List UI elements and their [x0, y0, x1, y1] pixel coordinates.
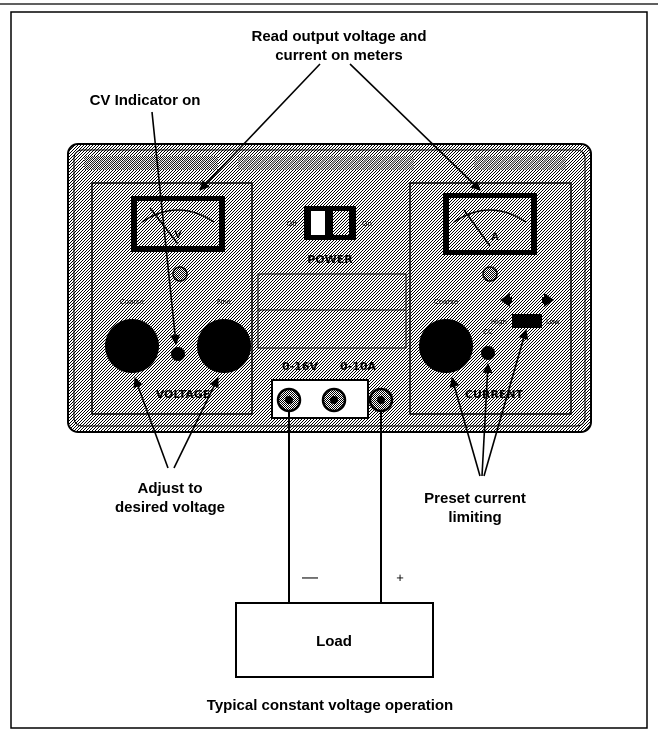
positive-wire-label: +	[396, 570, 404, 585]
callout-preset-line2: limiting	[448, 509, 501, 526]
range-indicator-arrow	[500, 293, 554, 307]
figure-caption: Typical constant voltage operation	[207, 697, 453, 714]
voltmeter: V	[131, 196, 225, 252]
current-range-label: 0-10A	[340, 360, 377, 373]
current-coarse-label: Coarse	[434, 298, 458, 306]
power-label: POWER	[307, 253, 353, 266]
negative-wire-label: —	[302, 569, 318, 586]
high-low-switch[interactable]	[512, 314, 542, 328]
voltage-fine-label: Fine	[217, 298, 231, 306]
voltage-coarse-knob[interactable]	[105, 319, 159, 373]
ammeter-zero-screw[interactable]	[482, 266, 498, 282]
voltage-range-label: 0-16V	[282, 360, 319, 373]
callout-cv-indicator: CV Indicator on	[90, 92, 201, 109]
callout-adjust-line2: desired voltage	[115, 499, 225, 516]
high-label: High	[491, 318, 507, 326]
voltage-coarse-label: Coarse	[120, 298, 144, 306]
arrow-to-high-low-switch	[483, 329, 529, 477]
power-supply-panel: V A Off On POWER Coarse Fine VOL	[67, 143, 592, 433]
voltmeter-zero-screw[interactable]	[172, 266, 188, 282]
ammeter: A	[443, 193, 537, 255]
cc-label: CC	[483, 328, 493, 336]
cc-indicator-led	[481, 346, 495, 360]
load-label: Load	[316, 633, 352, 650]
current-coarse-knob[interactable]	[419, 319, 473, 373]
voltage-label: VOLTAGE	[156, 388, 211, 401]
cv-indicator-led	[171, 347, 185, 361]
arrow-to-voltmeter	[199, 63, 321, 191]
callout-adjust-line1: Adjust to	[138, 480, 203, 497]
voltage-fine-knob[interactable]	[197, 319, 251, 373]
arrow-to-current-knob	[449, 377, 481, 477]
current-label: CURRENT	[465, 388, 524, 401]
power-off-label: Off	[287, 220, 298, 228]
power-on-label: On	[362, 220, 372, 228]
arrow-to-fine-knob	[173, 377, 219, 469]
callout-preset-line1: Preset current	[424, 490, 526, 507]
figure-border	[10, 11, 648, 729]
voltmeter-unit: V	[174, 229, 182, 241]
arrow-to-cc-indicator	[481, 363, 493, 477]
load-box	[235, 602, 434, 678]
arrow-to-coarse-knob	[133, 377, 169, 469]
callout-read-meters-line2: current on meters	[275, 47, 403, 64]
low-label: Low	[546, 318, 560, 326]
power-switch[interactable]	[304, 206, 356, 240]
ammeter-unit: A	[491, 231, 499, 243]
callout-read-meters-line1: Read output voltage and	[251, 28, 426, 45]
arrow-to-ammeter	[349, 63, 481, 191]
arrow-to-cv-indicator	[151, 111, 181, 345]
